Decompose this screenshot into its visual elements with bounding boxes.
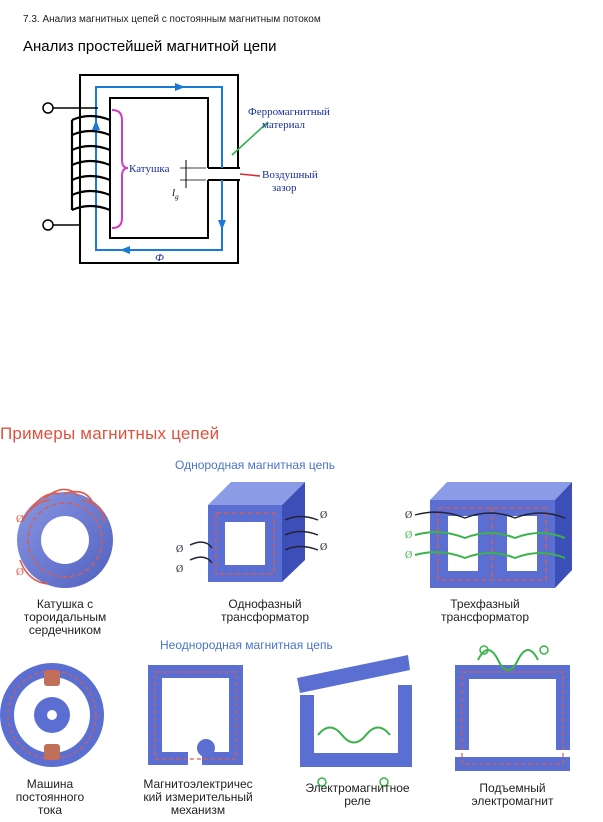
coil-windings <box>70 114 111 212</box>
single-phase-transformer-illustration: Ø Ø Ø Ø <box>176 482 327 582</box>
svg-text:Ø: Ø <box>16 566 24 578</box>
dc-machine-illustration <box>0 663 104 767</box>
toroid-illustration: Ø Ø <box>16 488 113 588</box>
flux-arrow-icon <box>175 83 185 91</box>
relay-illustration <box>297 655 412 787</box>
svg-text:Ø: Ø <box>405 550 412 561</box>
svg-text:Ø: Ø <box>176 544 183 555</box>
coil-brace <box>111 109 129 229</box>
svg-text:Ø: Ø <box>405 510 412 521</box>
lifting-electromagnet-illustration <box>455 645 570 771</box>
homogeneous-circuit-title: Однородная магнитная цепь <box>175 458 336 472</box>
examples-title: Примеры магнитных цепей <box>0 424 220 443</box>
ferro-label-2: материал <box>262 119 306 131</box>
ferro-pointer <box>231 121 269 156</box>
top-slide: 7.3. Анализ магнитных цепей с постоянным… <box>0 0 380 290</box>
flux-path <box>95 86 223 251</box>
coil-label: Катушка <box>129 163 170 175</box>
bottom-slide: Примеры магнитных цепей Однородная магни… <box>0 410 603 822</box>
meter-illustration <box>148 665 243 768</box>
slide-title: Анализ простейшей магнитной цепи <box>23 38 277 55</box>
examples-illustrations: Ø Ø Ø Ø Ø Ø <box>0 482 572 787</box>
gap-label-2: зазор <box>272 182 297 194</box>
magnetic-circuit-diagram: Катушка lg Ферромагнитный материал Возду… <box>42 74 330 264</box>
svg-text:Ø: Ø <box>320 542 327 553</box>
terminal-icon <box>42 219 54 231</box>
terminal-icon <box>42 102 54 114</box>
ferro-label: Ферромагнитный <box>248 106 330 118</box>
svg-text:Ø: Ø <box>320 510 327 521</box>
gap-length-symbol: lg <box>172 187 179 201</box>
gap-pointer <box>239 173 261 177</box>
three-phase-transformer-illustration: Ø Ø Ø <box>405 482 572 588</box>
air-gap <box>207 168 240 180</box>
heterogeneous-circuit-title: Неоднородная магнитная цепь <box>160 638 333 652</box>
svg-text:Ø: Ø <box>176 564 183 575</box>
svg-text:Ø: Ø <box>16 513 24 525</box>
section-header: 7.3. Анализ магнитных цепей с постоянным… <box>23 14 321 25</box>
flux-label: Ф <box>155 252 164 264</box>
gap-label: Воздушный <box>262 169 318 181</box>
svg-text:Ø: Ø <box>405 530 412 541</box>
